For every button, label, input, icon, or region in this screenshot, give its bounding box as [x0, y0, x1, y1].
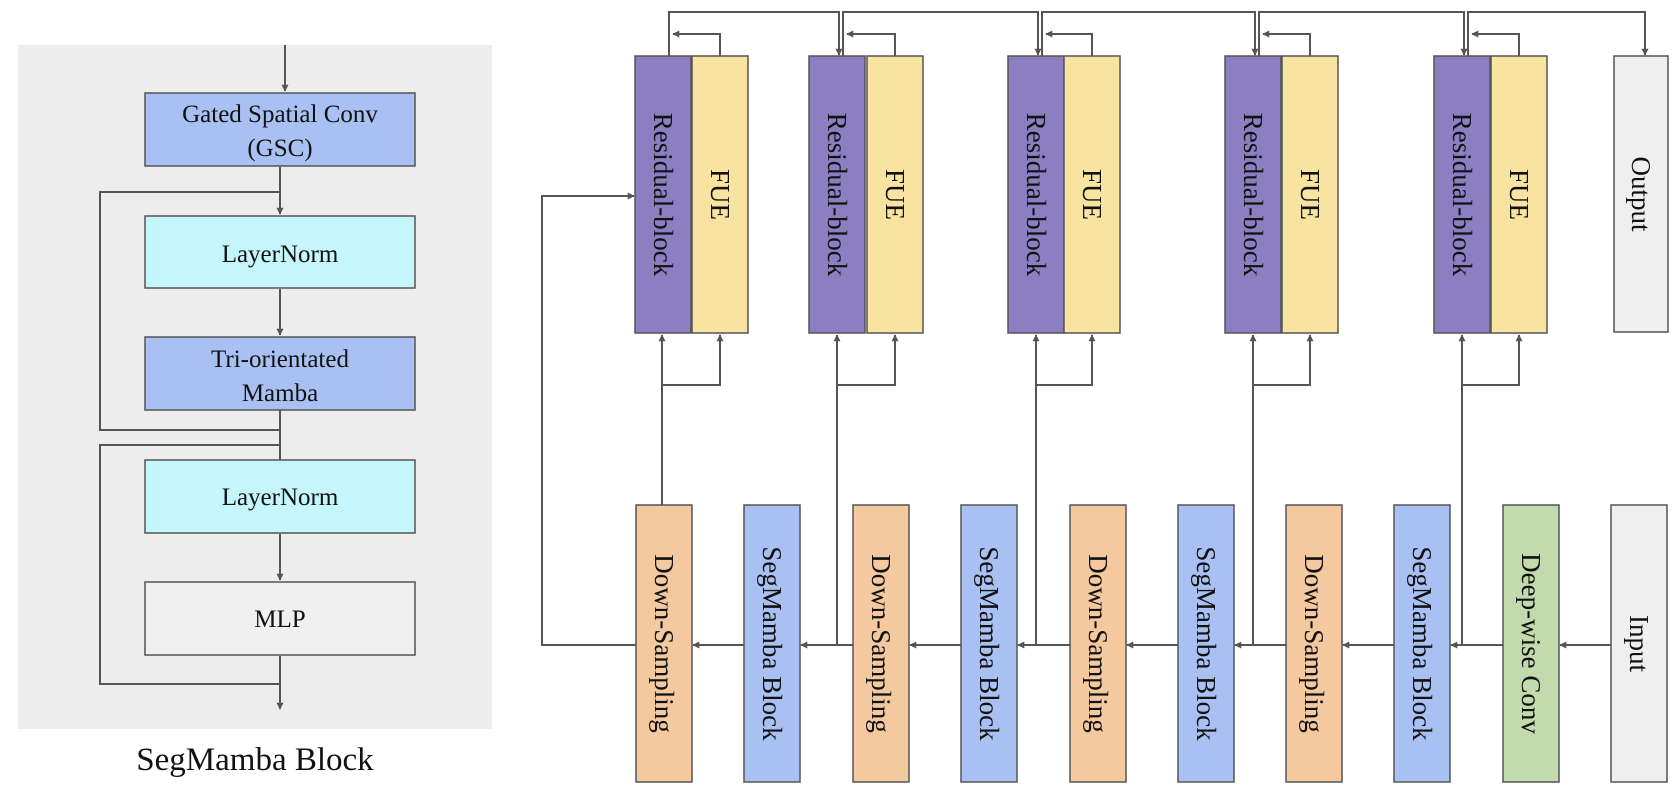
- layernorm-box-2: [144, 459, 416, 534]
- residual-block-5-label: Residual-block: [1447, 113, 1477, 277]
- gsc-box: [144, 92, 416, 167]
- panel-connectors: [99, 45, 289, 710]
- residual-block-2-label: Residual-block: [822, 113, 852, 277]
- gsc-label-line2: (GSC): [247, 135, 312, 162]
- fue-input-connection: [837, 334, 899, 386]
- segmamba-block-4: [1393, 504, 1451, 783]
- segmamba-block-1-label: SegMamba Block: [757, 546, 787, 741]
- fue-feedback: [672, 30, 721, 56]
- fue-feedback: [1471, 30, 1520, 56]
- fue-feedback: [1045, 30, 1093, 56]
- tom-label-line2: Mamba: [242, 380, 318, 407]
- residual-block-3-label: Residual-block: [1021, 113, 1051, 277]
- residual-block-4-label: Residual-block: [1238, 113, 1268, 277]
- gsc-label-line1: Gated Spatial Conv: [182, 101, 378, 128]
- output-block-label: Output: [1626, 156, 1656, 232]
- fue-input-connection: [1462, 334, 1523, 386]
- residual-block-1: [634, 55, 692, 334]
- deep-wise-conv-block-label: Deep-wise Conv: [1516, 553, 1546, 734]
- segmamba-block-2: [960, 504, 1018, 783]
- fue-feedback: [846, 30, 896, 56]
- fue-block-2: [866, 55, 924, 334]
- layernorm-label-1: LayerNorm: [222, 241, 339, 268]
- down-sampling-block-3-label: Down-Sampling: [1083, 554, 1113, 733]
- fue-block-4-label: FUE: [1295, 169, 1325, 220]
- down-sampling-block-4-label: Down-Sampling: [1299, 554, 1329, 733]
- fue-block-5: [1490, 55, 1548, 334]
- segmamba-block-1: [743, 504, 801, 783]
- stage-connection: [1467, 11, 1649, 56]
- residual-block-5: [1433, 55, 1491, 334]
- layernorm-label-2: LayerNorm: [222, 484, 339, 511]
- stage-connection: [668, 11, 843, 56]
- segmamba-block-title: SegMamba Block: [136, 742, 374, 778]
- segmamba-block-3: [1177, 504, 1235, 783]
- down-sampling-block-1: [635, 504, 693, 783]
- fue-block-3-label: FUE: [1077, 169, 1107, 220]
- fue-block-3: [1063, 55, 1121, 334]
- down-sampling-block-4: [1285, 504, 1343, 783]
- stage-connection: [842, 11, 1042, 56]
- stage-connection: [1258, 11, 1468, 56]
- tom-label-line1: Tri-orientated: [211, 346, 349, 373]
- fue-block-1-label: FUE: [705, 169, 735, 220]
- residual-block-1-label: Residual-block: [648, 113, 678, 277]
- fue-block-5-label: FUE: [1504, 169, 1534, 220]
- fue-block-1: [691, 55, 749, 334]
- down-sampling-block-3: [1069, 504, 1127, 783]
- output-block: [1613, 55, 1669, 333]
- layernorm-box-1: [144, 215, 416, 289]
- tri-orientated-mamba-box: [144, 336, 416, 411]
- down-sampling-block-1-label: Down-Sampling: [649, 554, 679, 733]
- fue-feedback: [1262, 30, 1311, 56]
- input-block-label: Input: [1624, 615, 1654, 672]
- fue-input-connection: [662, 334, 724, 386]
- segmamba-block-2-label: SegMamba Block: [974, 546, 1004, 741]
- mlp-label: MLP: [254, 606, 305, 633]
- fue-input-connection: [1253, 334, 1314, 386]
- down-sampling-block-2: [852, 504, 910, 783]
- fue-input-connection: [1036, 334, 1096, 386]
- network-connectors: [541, 11, 1649, 649]
- deep-wise-conv-block: [1502, 504, 1560, 783]
- bottleneck-connection: [541, 192, 636, 646]
- segmamba-block-4-label: SegMamba Block: [1407, 546, 1437, 741]
- residual-block-4: [1224, 55, 1282, 334]
- down-sampling-block-2-label: Down-Sampling: [866, 554, 896, 733]
- stage-connection: [1041, 11, 1259, 56]
- segmamba-block-3-label: SegMamba Block: [1191, 546, 1221, 741]
- residual-block-2: [808, 55, 866, 334]
- input-block: [1610, 504, 1668, 783]
- fue-block-2-label: FUE: [880, 169, 910, 220]
- mlp-box: [144, 581, 416, 656]
- network-blocks: Residual-block FUE Residual-block FUE Residu…: [634, 55, 1669, 783]
- segmamba-block-panel: Gated Spatial Conv (GSC) LayerNorm Tri-o…: [18, 45, 492, 729]
- fue-block-4: [1281, 55, 1339, 334]
